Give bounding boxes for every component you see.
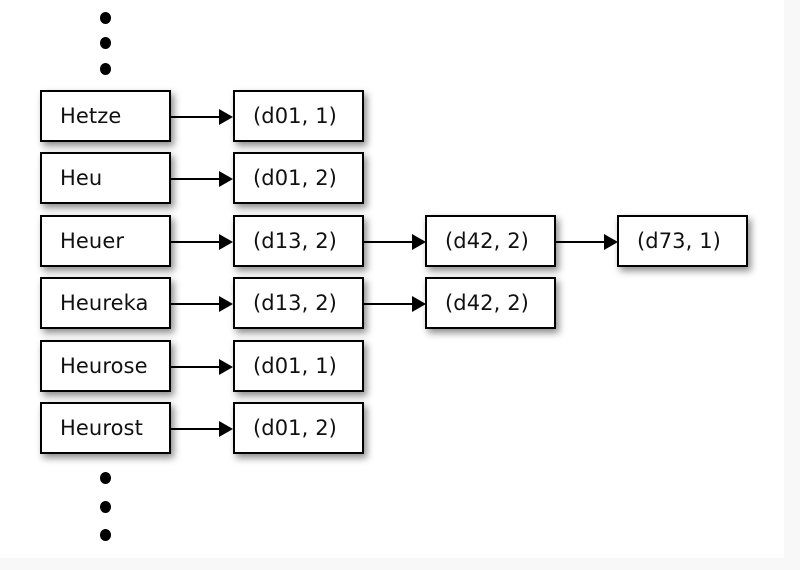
arrow-head-icon: [219, 296, 233, 312]
ellipsis-dot: [100, 12, 111, 24]
arrow-heuer-to-posting: [171, 241, 219, 243]
posting-node[interactable]: (d01, 2): [233, 152, 364, 204]
arrow-posting1-to-posting2-b: [364, 303, 412, 305]
posting-node[interactable]: (d73, 1): [617, 215, 748, 267]
arrow-head-icon: [219, 234, 233, 250]
ellipsis-dot: [100, 529, 111, 541]
page-margin-right: [784, 0, 800, 570]
posting-node[interactable]: (d01, 2): [233, 402, 364, 454]
arrow-head-icon: [412, 234, 426, 250]
page-margin-bottom: [0, 558, 800, 570]
posting-node[interactable]: (d13, 2): [233, 277, 364, 329]
term-node[interactable]: Heurose: [40, 340, 171, 392]
arrow-head-icon: [219, 109, 233, 125]
arrow-heurost-to-posting: [171, 428, 219, 430]
ellipsis-dot: [100, 37, 111, 49]
term-node[interactable]: Heuer: [40, 215, 171, 267]
arrow-posting2-to-posting3: [556, 241, 604, 243]
arrow-head-icon: [219, 359, 233, 375]
term-node[interactable]: Hetze: [40, 90, 171, 142]
arrow-head-icon: [604, 234, 618, 250]
posting-node[interactable]: (d01, 1): [233, 340, 364, 392]
ellipsis-dot: [100, 501, 111, 513]
ellipsis-dot: [100, 472, 111, 484]
arrow-hetze-to-posting: [171, 116, 219, 118]
arrow-head-icon: [219, 171, 233, 187]
term-node[interactable]: Heurost: [40, 402, 171, 454]
term-node[interactable]: Heureka: [40, 277, 171, 329]
arrow-heurose-to-posting: [171, 366, 219, 368]
arrow-posting1-to-posting2-a: [364, 241, 412, 243]
posting-node[interactable]: (d01, 1): [233, 90, 364, 142]
posting-node[interactable]: (d13, 2): [233, 215, 364, 267]
posting-node[interactable]: (d42, 2): [425, 215, 556, 267]
term-node[interactable]: Heu: [40, 152, 171, 204]
arrow-heu-to-posting: [171, 178, 219, 180]
arrow-head-icon: [412, 296, 426, 312]
arrow-head-icon: [219, 421, 233, 437]
ellipsis-dot: [100, 63, 111, 75]
posting-node[interactable]: (d42, 2): [425, 277, 556, 329]
arrow-heureka-to-posting: [171, 303, 219, 305]
